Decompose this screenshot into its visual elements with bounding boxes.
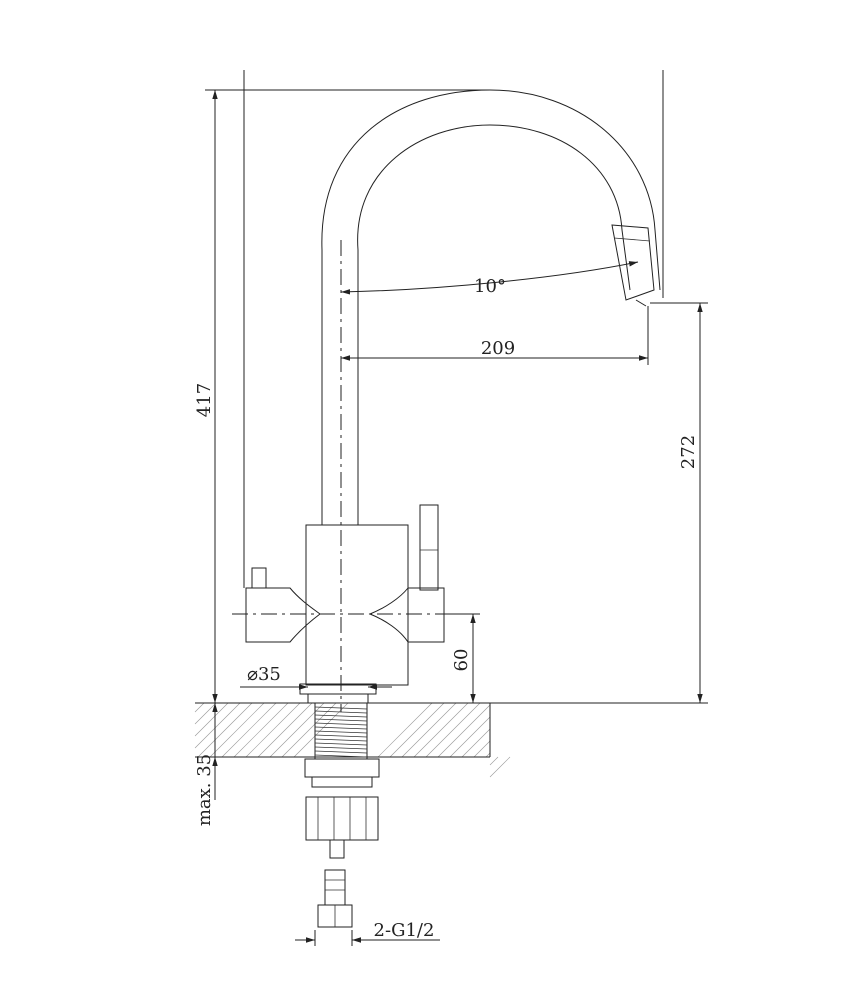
dim-diameter-label: ⌀35 bbox=[247, 664, 281, 685]
countertop-hatching bbox=[194, 702, 511, 778]
dim-max35-label: max. 35 bbox=[194, 754, 215, 826]
dimension-lines bbox=[212, 90, 703, 943]
extension-lines bbox=[205, 70, 708, 946]
center-lines bbox=[232, 240, 462, 712]
thread-lines bbox=[314, 706, 368, 758]
dim-60-label: 60 bbox=[451, 649, 472, 672]
faucet-body bbox=[245, 89, 661, 928]
countertop bbox=[194, 702, 511, 778]
dim-272-label: 272 bbox=[678, 435, 699, 469]
dimension-labels: 417 10° 209 272 60 ⌀35 max. 35 2-G1/2 bbox=[194, 276, 699, 941]
dim-209-label: 209 bbox=[481, 338, 515, 359]
dim-angle-label: 10° bbox=[474, 276, 506, 297]
dim-417-label: 417 bbox=[194, 383, 215, 417]
dim-connection-label: 2-G1/2 bbox=[374, 920, 435, 941]
